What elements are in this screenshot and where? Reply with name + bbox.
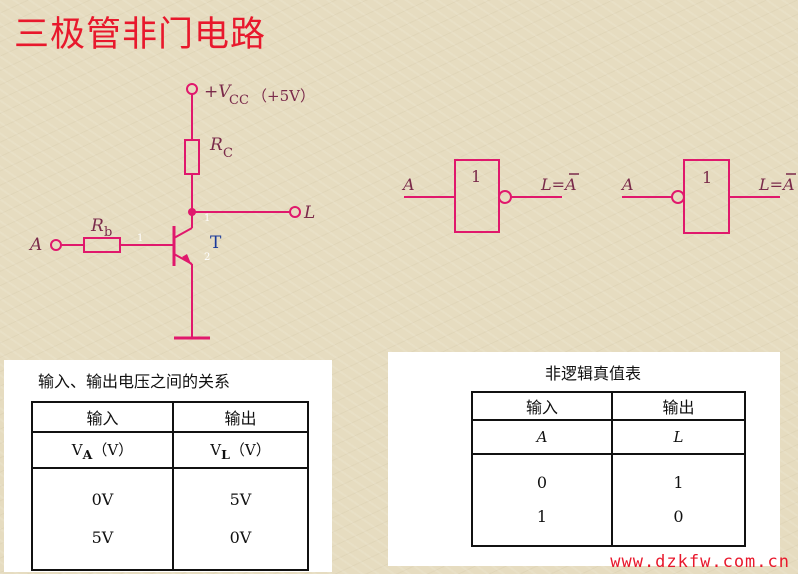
gate1-output-label: L=A xyxy=(540,175,577,194)
input-terminal xyxy=(50,239,62,251)
gate1-input-label: A xyxy=(401,175,415,194)
pin-base-label: 1 xyxy=(137,233,143,244)
watermark: www.dzkfw.com.cn xyxy=(610,552,790,572)
pin-collector-label: 1 xyxy=(204,213,210,224)
gate1-bubble xyxy=(498,190,512,204)
truth-table-header-input: 输入 xyxy=(471,391,613,421)
truth-table-var-input: A xyxy=(471,419,613,455)
vcc-sub: CC xyxy=(229,93,249,108)
page-title: 三极管非门电路 xyxy=(14,15,267,55)
output-label: L xyxy=(303,203,315,223)
gate2-output-label: L=A xyxy=(758,175,795,194)
voltage-table-header-output: 输出 xyxy=(172,401,309,433)
rc-label: R xyxy=(209,135,223,155)
table-cell: 1 xyxy=(673,473,684,492)
voltage-table-var-output: VL（V） xyxy=(172,431,309,469)
gate2-symbol: 1 xyxy=(702,168,712,187)
truth-table-var-output: L xyxy=(611,419,746,455)
rb-label: R xyxy=(90,216,104,236)
transistor-label: T xyxy=(210,233,222,253)
table-cell: 0V xyxy=(229,528,252,547)
pin-emitter-label: 2 xyxy=(204,252,210,263)
voltage-table-caption: 输入、输出电压之间的关系 xyxy=(38,372,231,391)
table-cell: 0 xyxy=(673,507,684,526)
truth-table-output-values: 1 0 xyxy=(611,453,746,547)
table-cell: 5V xyxy=(91,528,114,547)
input-label: A xyxy=(28,235,42,255)
table-cell: 5V xyxy=(229,490,252,509)
truth-table-input-values: 0 1 xyxy=(471,453,613,547)
voltage-table-output-values: 5V 0V xyxy=(172,467,309,571)
output-terminal xyxy=(289,206,301,218)
voltage-table-var-input: VA（V） xyxy=(31,431,174,469)
vcc-value: （+5V） xyxy=(252,87,315,105)
gate1-symbol: 1 xyxy=(471,167,481,186)
vcc-label: +V xyxy=(204,82,232,102)
table-cell: 1 xyxy=(536,507,548,526)
emitter-arrow xyxy=(182,254,192,266)
truth-table-caption: 非逻辑真值表 xyxy=(545,364,642,383)
voltage-table-input-values: 0V 5V xyxy=(31,467,174,571)
table-cell: 0 xyxy=(536,473,548,492)
table-cell: 0V xyxy=(91,490,114,509)
gate2-bubble xyxy=(671,190,685,204)
rc-sub: C xyxy=(223,146,233,161)
gate2-input-label: A xyxy=(620,175,634,194)
truth-table: 输入 输出 A L 0 1 1 0 xyxy=(471,391,746,547)
junction-dot xyxy=(188,208,196,216)
truth-table-header-output: 输出 xyxy=(611,391,746,421)
voltage-table-header-input: 输入 xyxy=(31,401,174,433)
rb-sub: b xyxy=(104,225,112,240)
voltage-table: 输入 输出 VA（V） VL（V） 0V 5V 5V 0V xyxy=(31,401,309,571)
